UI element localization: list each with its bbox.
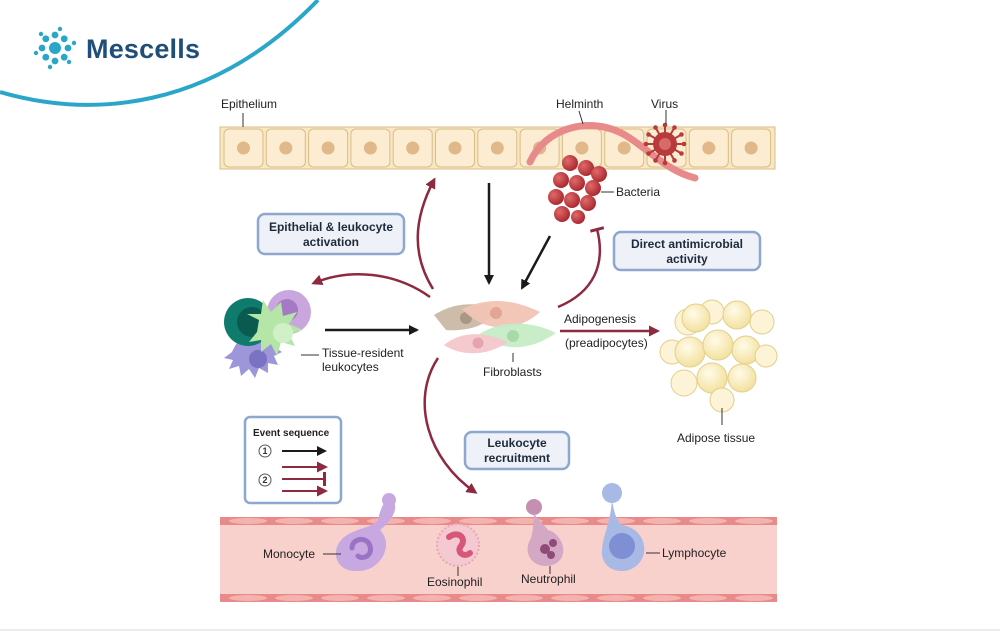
fat-cell	[754, 344, 778, 368]
fibroblasts-icon	[434, 300, 556, 354]
helminth-label: Helminth	[556, 97, 603, 111]
epithelium-label: Epithelium	[221, 97, 277, 111]
epithelium-layer	[219, 126, 776, 170]
fat-cell	[674, 336, 706, 368]
fat-cell	[670, 369, 698, 397]
direct-antimicrobial-line2: activity	[666, 252, 708, 266]
helminth-icon	[526, 122, 699, 182]
leukocyte-recruitment-line2: recruitment	[484, 451, 550, 465]
epithelial-activation-line2: activation	[303, 235, 359, 249]
blood-vessel	[220, 517, 777, 602]
epithelial-cell	[477, 128, 518, 168]
brand-name: Mescells	[86, 34, 200, 64]
virus-icon	[643, 122, 687, 166]
epithelial-cell	[435, 128, 475, 168]
epithelial-cell	[223, 128, 264, 168]
arrows	[311, 177, 660, 494]
preadipocytes-label: (preadipocytes)	[565, 336, 648, 350]
fibroblasts-label: Fibroblasts	[483, 365, 542, 379]
legend-step-2: 2	[262, 475, 267, 485]
monocyte-icon	[335, 493, 396, 572]
tissue-resident-label-2: leukocytes	[322, 360, 379, 374]
fat-cell	[722, 300, 752, 330]
eosinophil-icon	[436, 523, 480, 567]
fat-cell	[681, 303, 711, 333]
direct-antimicrobial-line1: Direct antimicrobial	[631, 237, 743, 251]
mescells-logo-icon	[33, 26, 77, 70]
adipose-tissue-label: Adipose tissue	[677, 431, 755, 445]
epithelial-activation-line1: Epithelial & leukocyte	[269, 220, 393, 234]
legend-title: Event sequence	[253, 428, 330, 439]
direct-antimicrobial-box: Direct antimicrobial activity	[612, 230, 762, 272]
virus-label: Virus	[651, 97, 678, 111]
epithelial-cell	[265, 128, 306, 168]
event-sequence-legend: Event sequence 1 2	[243, 415, 343, 505]
neutrophil-icon	[526, 499, 564, 566]
leukocyte-recruitment-box: Leukocyte recruitment	[463, 430, 571, 471]
bacteria-label: Bacteria	[616, 185, 660, 199]
lymphocyte-icon	[601, 483, 645, 572]
fat-cell	[749, 309, 775, 335]
lymphocyte-label: Lymphocyte	[662, 546, 727, 560]
epithelial-activation-box: Epithelial & leukocyte activation	[256, 212, 406, 256]
legend-step-1: 1	[262, 446, 267, 456]
monocyte-label: Monocyte	[263, 547, 315, 561]
adipogenesis-label: Adipogenesis	[564, 312, 636, 326]
bacteria-icon	[548, 155, 607, 224]
brand-swoosh	[0, 0, 320, 107]
leukocyte-recruitment-line1: Leukocyte	[487, 436, 547, 450]
epithelial-cell	[688, 128, 729, 168]
epithelial-cell	[350, 128, 391, 168]
eosinophil-label: Eosinophil	[427, 575, 482, 589]
helminth-pointer	[578, 110, 584, 125]
adipose-tissue-icon	[659, 299, 778, 413]
epithelial-cell	[731, 128, 772, 168]
fat-cell	[727, 363, 757, 393]
fat-cell	[702, 329, 734, 361]
epithelial-cell	[392, 128, 433, 168]
tissue-resident-label-1: Tissue-resident	[322, 346, 404, 360]
tissue-resident-leukocytes-icon	[224, 290, 311, 378]
neutrophil-label: Neutrophil	[521, 572, 576, 586]
epithelial-cell	[308, 128, 349, 168]
